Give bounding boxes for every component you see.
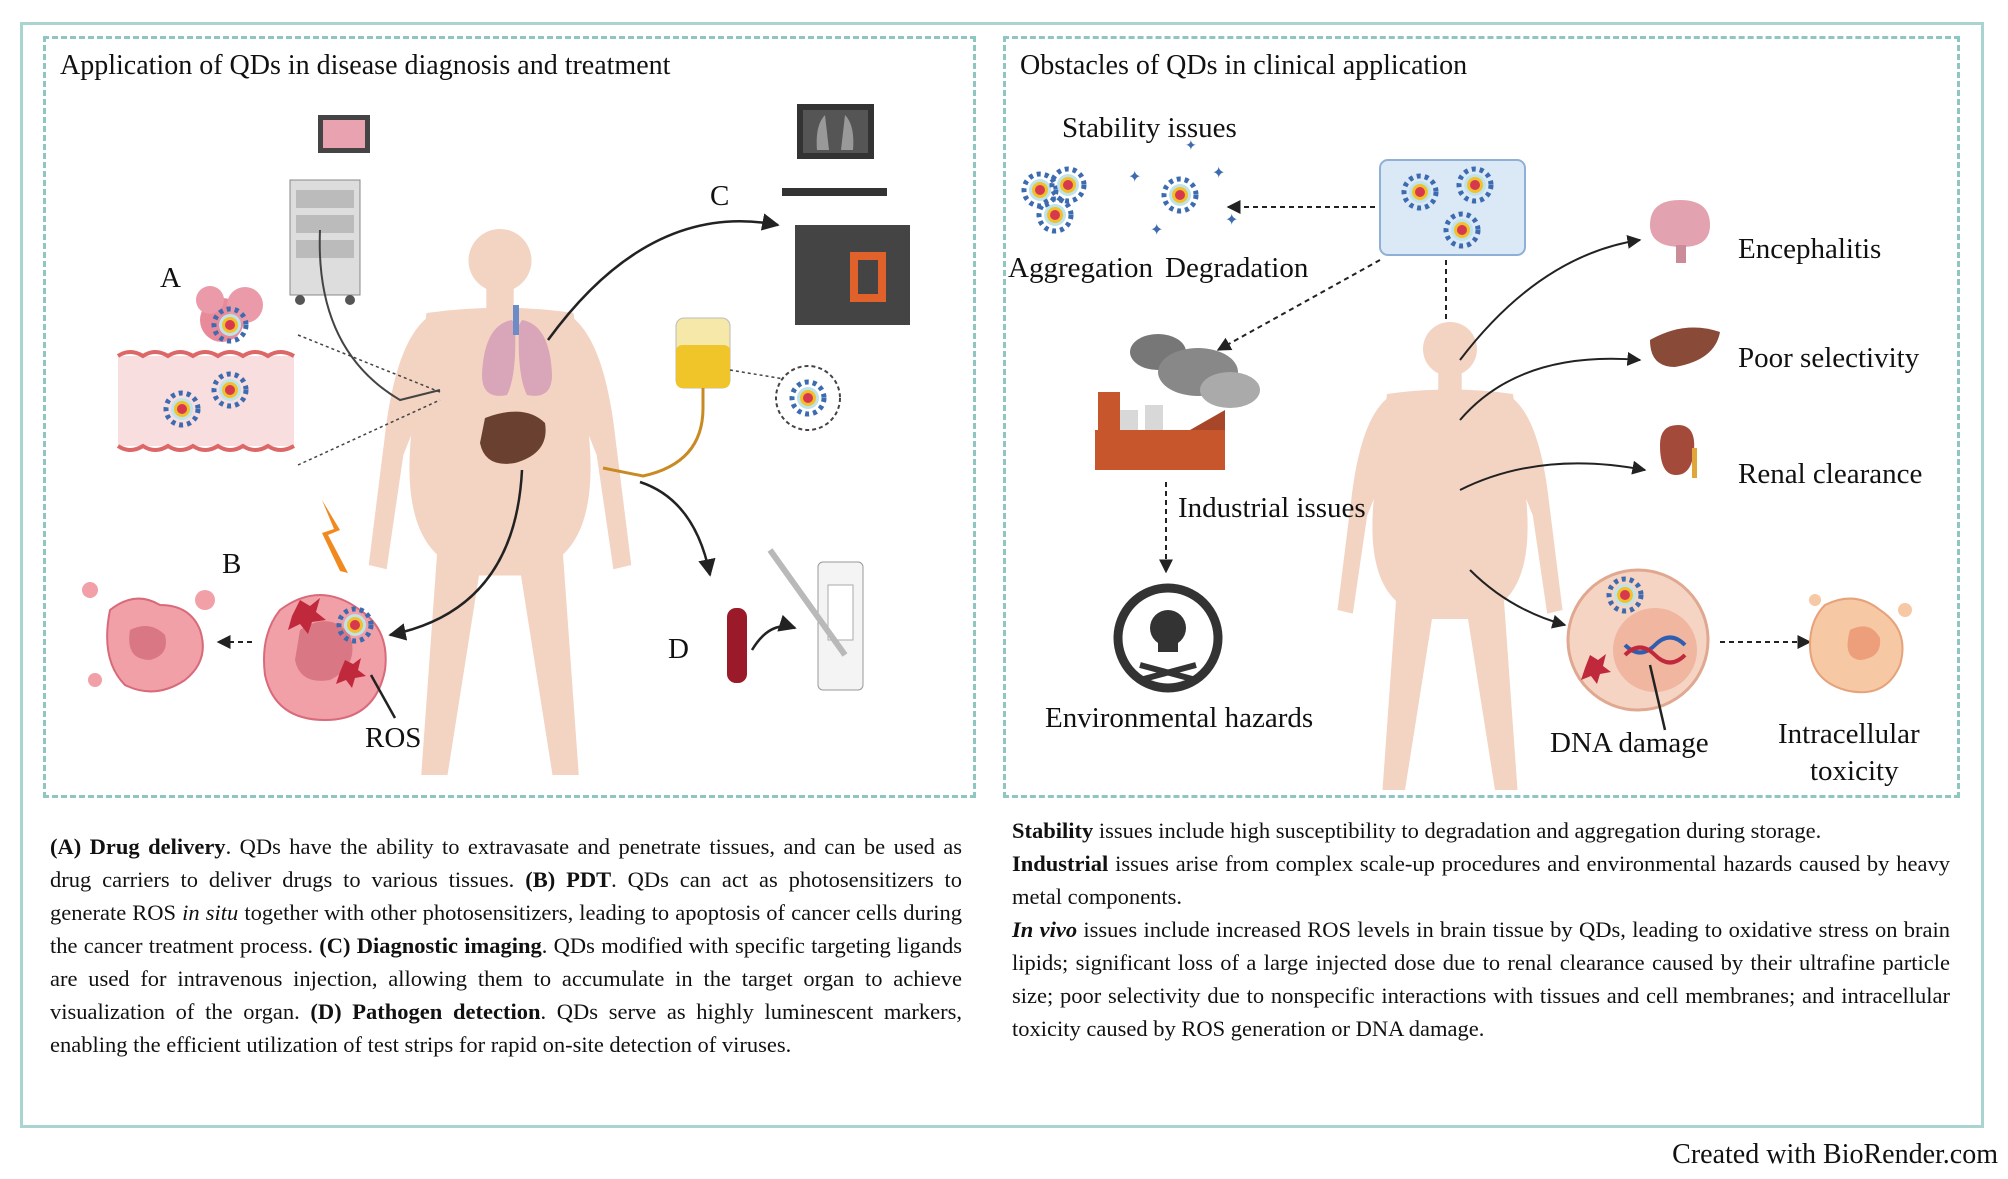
label-b: B <box>222 548 242 580</box>
caption-a-head: (A) Drug delivery <box>50 834 226 859</box>
degraded-qds-icon: ✦ ✦ ✦ ✦ ✦ <box>1128 139 1238 239</box>
liver-icon <box>480 411 546 464</box>
svg-text:✦: ✦ <box>1185 139 1197 154</box>
label-renal-clearance: Renal clearance <box>1738 458 1923 490</box>
test-strip-icon <box>767 548 864 691</box>
dna-damage-cell-icon <box>1566 568 1710 712</box>
panel-obstacles <box>1003 36 1960 798</box>
human-body-right <box>1337 322 1563 790</box>
svg-text:✦: ✦ <box>1225 212 1238 229</box>
caption-stability-text: issues include high susceptibility to de… <box>1093 818 1822 843</box>
caption-left: (A) Drug delivery. QDs have the ability … <box>50 830 962 1061</box>
kidney-icon <box>1660 425 1697 478</box>
caption-industrial-text: issues arise from complex scale-up proce… <box>1012 851 1950 909</box>
caption-d-text: . QDs serve as highly luminescent marker… <box>50 999 962 1057</box>
label-toxicity: toxicity <box>1810 755 1899 787</box>
label-industrial-issues: Industrial issues <box>1178 492 1366 524</box>
qd-stock-box-icon <box>1379 159 1526 256</box>
label-environmental-hazards: Environmental hazards <box>1045 702 1314 734</box>
svg-text:✦: ✦ <box>1128 169 1141 186</box>
apoptotic-cell-icon <box>82 582 215 693</box>
label-intracellular: Intracellular <box>1778 718 1920 750</box>
panel-applications <box>43 36 976 798</box>
aggregated-qds-icon <box>1024 169 1084 231</box>
cancer-cell-ros-icon <box>263 500 387 722</box>
label-degradation: Degradation <box>1165 252 1309 284</box>
svg-text:✦: ✦ <box>1150 222 1163 239</box>
panel-title-obstacles: Obstacles of QDs in clinical application <box>1020 50 1468 81</box>
caption-c-head: (C) Diagnostic imaging <box>319 933 542 958</box>
tissue-drug-delivery-icon <box>116 286 295 452</box>
blood-tube-icon <box>727 608 747 683</box>
caption-b-head: (B) PDT <box>525 867 612 892</box>
caption-stability-head: Stability <box>1012 818 1094 843</box>
human-body-left <box>368 229 632 776</box>
svg-text:✦: ✦ <box>1212 165 1225 182</box>
caption-c-text: . QDs modified with specific targeting l… <box>50 933 962 1024</box>
caption-b-text1: . QDs can act as photosensitizers to gen… <box>50 867 963 925</box>
label-ros: ROS <box>365 722 422 754</box>
caption-industrial-head: Industrial <box>1012 851 1109 876</box>
label-aggregation: Aggregation <box>1008 252 1153 284</box>
iv-bag-icon <box>602 317 731 478</box>
label-encephalitis: Encephalitis <box>1738 233 1882 265</box>
toxic-cell-icon <box>1808 594 1912 694</box>
footer-credit: Created with BioRender.com <box>1672 1139 1998 1170</box>
caption-right: Stability issues include high susceptibi… <box>1012 814 1950 1045</box>
toxic-hazard-icon <box>1113 583 1223 693</box>
liver-organ-icon <box>1650 327 1720 367</box>
caption-b-italic: in situ <box>182 900 239 925</box>
caption-b-text2: together with other photosensitizers, le… <box>50 900 962 958</box>
label-stability-issues: Stability issues <box>1062 112 1237 144</box>
factory-icon <box>1095 334 1260 470</box>
caption-invivo-text: issues include increased ROS levels in b… <box>1012 917 1950 1041</box>
caption-d-head: (D) Pathogen detection <box>310 999 541 1024</box>
label-poor-selectivity: Poor selectivity <box>1738 342 1920 374</box>
imaging-scanner-icon <box>782 104 910 325</box>
caption-a-text: . QDs have the ability to extravasate an… <box>50 834 962 892</box>
endoscope-cart-icon <box>289 115 441 402</box>
brain-icon <box>1650 200 1710 263</box>
panel-title-applications: Application of QDs in disease diagnosis … <box>60 50 671 81</box>
label-d: D <box>668 633 689 665</box>
label-dna-damage: DNA damage <box>1550 727 1709 759</box>
label-c: C <box>710 180 730 212</box>
label-a: A <box>160 262 181 294</box>
lungs-icon <box>482 305 552 396</box>
figure-frame <box>20 22 1984 1128</box>
caption-invivo-head: In vivo <box>1012 917 1078 942</box>
